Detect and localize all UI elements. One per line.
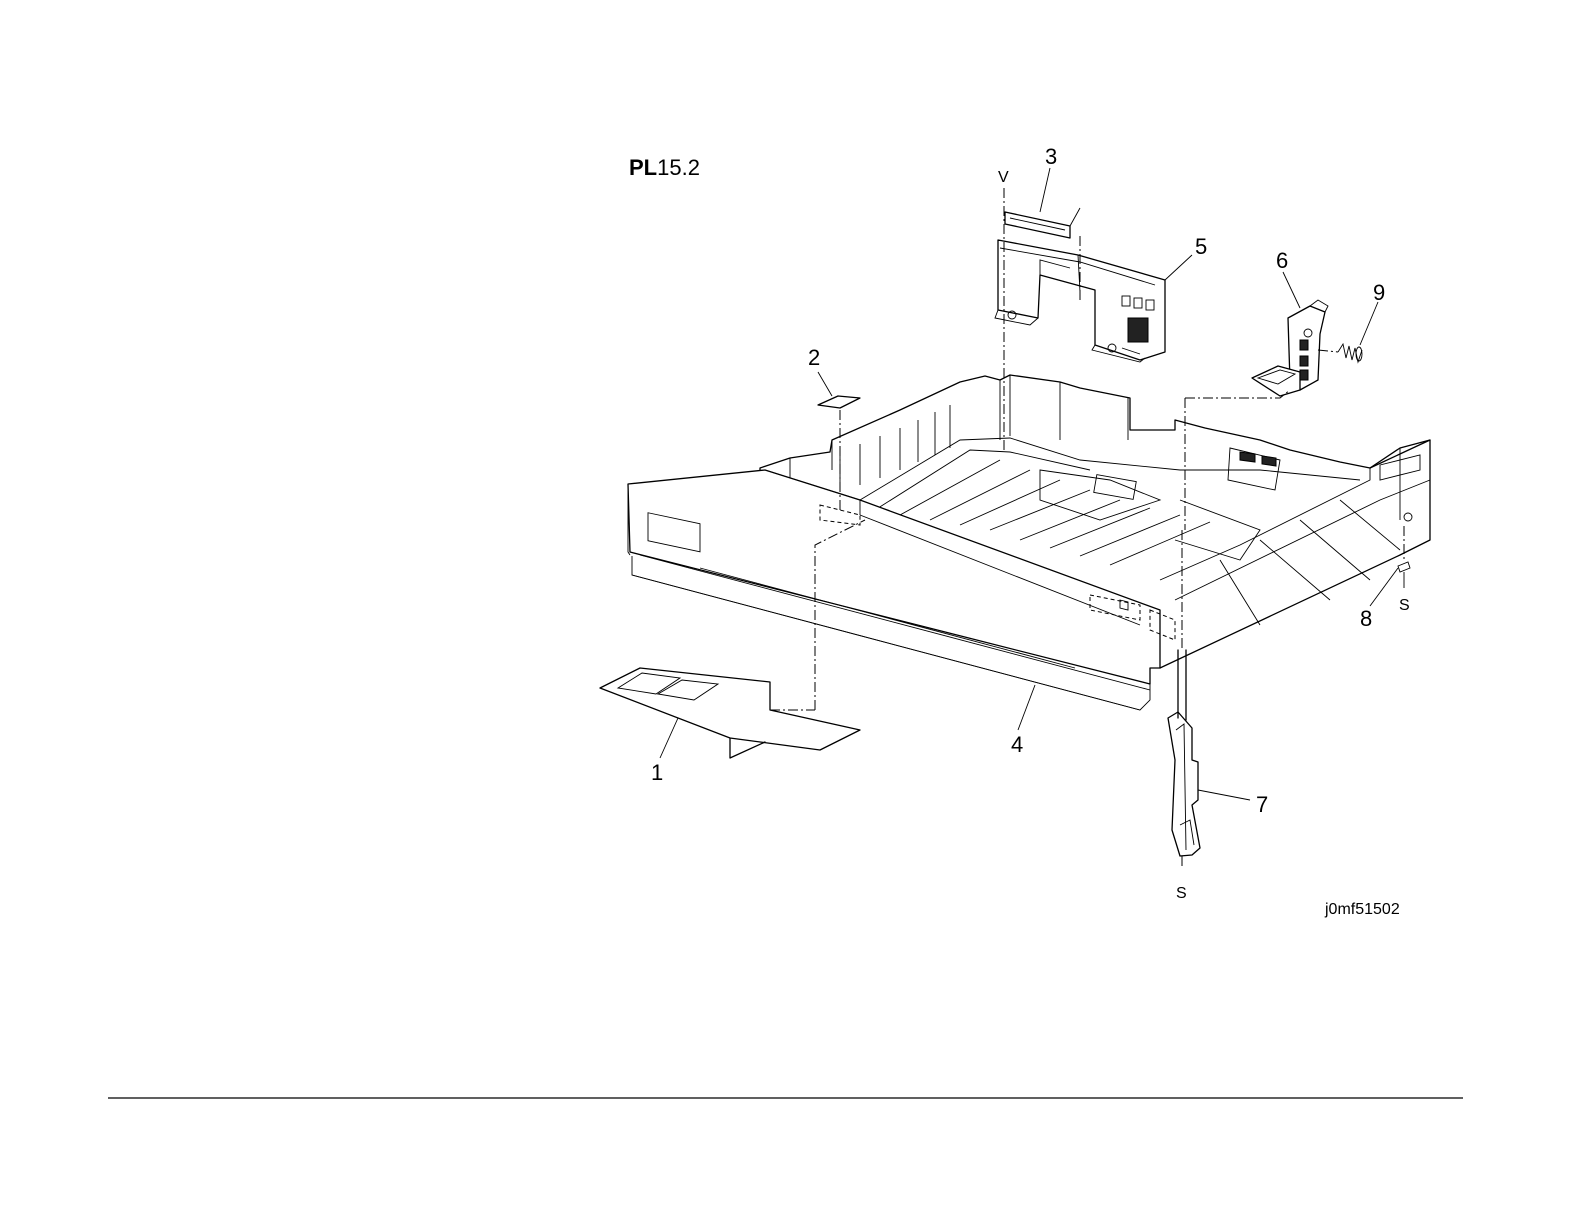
callout-3: 3 bbox=[1045, 144, 1057, 169]
callout-7: 7 bbox=[1256, 792, 1268, 817]
figure-code: j0mf51502 bbox=[1324, 901, 1400, 918]
screw-part-8 bbox=[1398, 526, 1410, 588]
assembly-lines bbox=[1004, 188, 1290, 530]
callout-2: 2 bbox=[808, 345, 820, 370]
rail-part-7 bbox=[1168, 530, 1200, 868]
callout-6: 6 bbox=[1276, 248, 1288, 273]
label-part-3 bbox=[1005, 208, 1080, 238]
lever-part-6 bbox=[1252, 300, 1328, 396]
paper-tray-body bbox=[628, 375, 1430, 710]
plate-title-prefix: PL bbox=[629, 155, 657, 180]
callout-5: 5 bbox=[1195, 234, 1207, 259]
callout-4: 4 bbox=[1011, 732, 1023, 757]
callout-8: 8 bbox=[1360, 606, 1372, 631]
spring-part-9 bbox=[1318, 344, 1362, 362]
mark-s-bottom: S bbox=[1176, 885, 1187, 902]
plate-title: PL15.2 bbox=[629, 155, 700, 180]
mark-v: V bbox=[998, 169, 1009, 186]
plate-title-number: 15.2 bbox=[657, 155, 700, 180]
callout-9: 9 bbox=[1373, 280, 1385, 305]
mark-s-right: S bbox=[1399, 597, 1410, 614]
callout-1: 1 bbox=[651, 760, 663, 785]
